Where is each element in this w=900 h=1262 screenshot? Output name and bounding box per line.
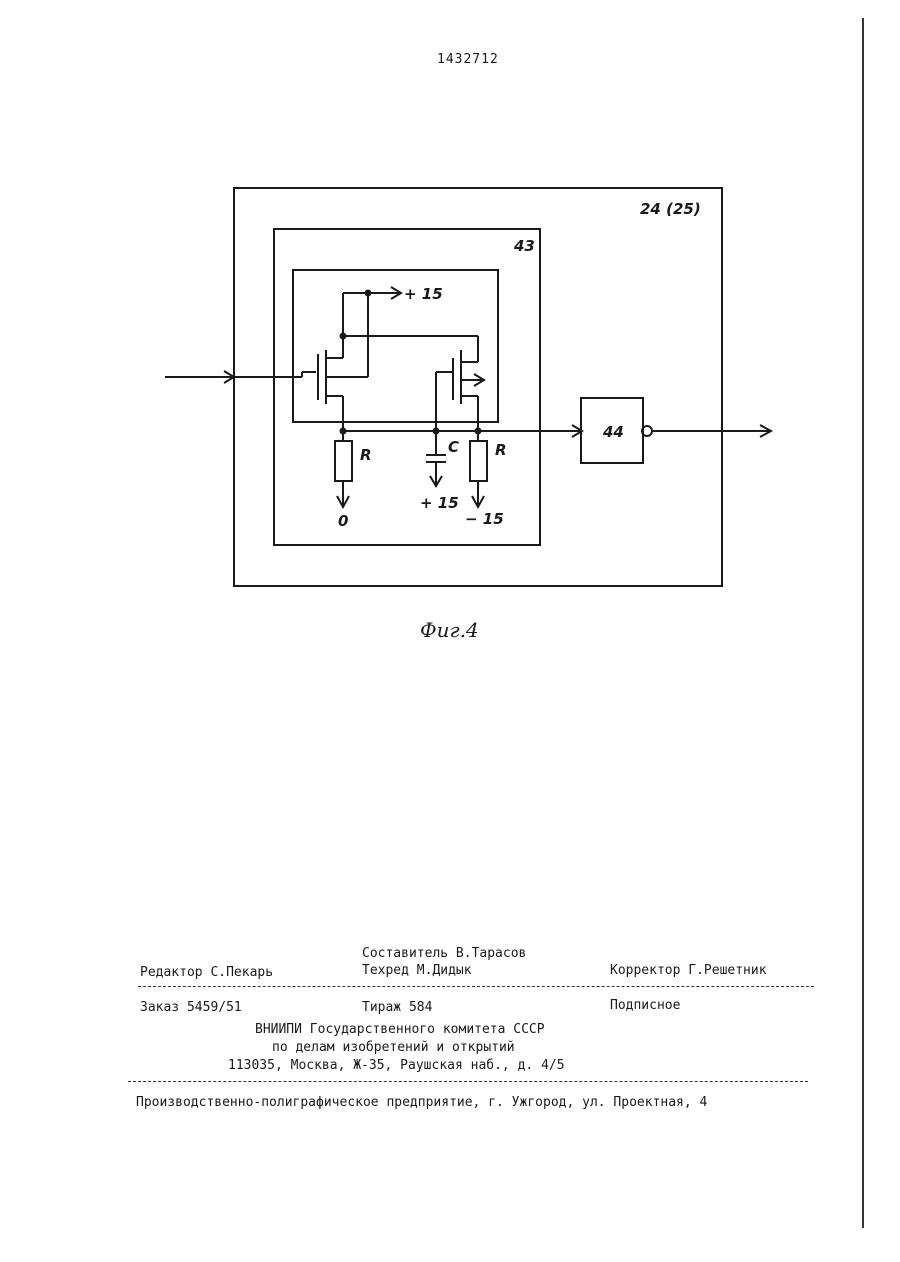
editor-line: Редактор С.Пекарь: [140, 965, 273, 980]
proofreader-line: Корректор Г.Решетник: [610, 963, 767, 978]
subscription-line: Подписное: [610, 998, 680, 1013]
cap-supply-label: + 15: [420, 494, 459, 512]
org-line-2: по делам изобретений и открытий: [272, 1040, 515, 1055]
resistor-left-label: R: [360, 446, 372, 464]
outer-block-label: 24 (25): [640, 200, 701, 218]
org-line-3: 113035, Москва, Ж-35, Раушская наб., д. …: [228, 1058, 565, 1073]
inner-block-43: [274, 229, 540, 545]
inner-block-label: 43: [513, 237, 535, 255]
tech-editor-line: Техред М.Дидык: [362, 963, 472, 978]
circulation-line: Тираж 584: [362, 1000, 432, 1015]
output-block-label: 44: [602, 423, 624, 441]
order-line: Заказ 5459/51: [140, 1000, 242, 1015]
left-resistor: [335, 441, 352, 481]
resistor-right-label: R: [495, 441, 507, 459]
rule-bottom: [128, 1081, 808, 1082]
org-line-1: ВНИИПИ Государственного комитета СССР: [255, 1022, 545, 1037]
circuit-diagram: 24 (25) 43 44 + 15 R C R 0 + 15 − 15: [0, 0, 900, 700]
capacitor-label: C: [448, 438, 459, 456]
printer-line: Производственно-полиграфическое предприя…: [136, 1095, 707, 1110]
neg-supply-label: − 15: [465, 510, 504, 528]
ground-left-label: 0: [338, 512, 348, 530]
right-resistor: [470, 441, 487, 481]
figure-caption: Фиг.4: [420, 618, 479, 642]
composer-line: Составитель В.Тарасов: [362, 946, 526, 961]
supply-top-label: + 15: [404, 285, 443, 303]
rule-top: [138, 986, 814, 987]
